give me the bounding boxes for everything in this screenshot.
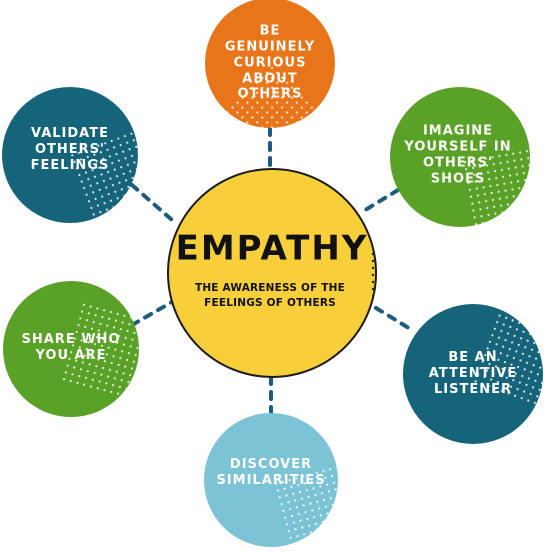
center-subtitle: THE AWARENESS OF THE FEELINGS OF OTHERS (194, 281, 346, 309)
label-be-attentive-listener: BE AN ATTENTIVE LISTENER (428, 350, 518, 397)
label-be-genuinely-curious: BE GENUINELY CURIOUS ABOUT OTHERS (224, 23, 316, 102)
connector-lower-right (374, 306, 414, 332)
node-be-attentive-listener (403, 304, 550, 444)
label-share-who-you-are: SHARE WHO YOU ARE (21, 332, 121, 363)
connector-upper-right (360, 188, 400, 214)
label-discover-similarities: DISCOVER SIMILARITIES (216, 457, 326, 488)
label-validate-feelings: VALIDATE OTHERS' FEELINGS (30, 126, 110, 173)
connectors (130, 126, 414, 415)
center-node (167, 168, 377, 378)
label-imagine-yourself: IMAGINE YOURSELF IN OTHERS' SHOES (404, 123, 512, 186)
connector-upper-left (130, 183, 174, 222)
connector-lower-left (130, 300, 174, 327)
center-title: EMPATHY (175, 228, 369, 269)
